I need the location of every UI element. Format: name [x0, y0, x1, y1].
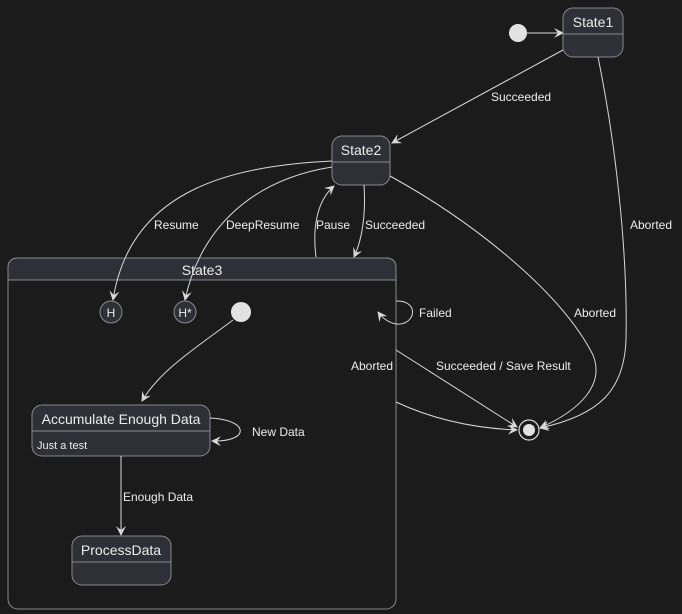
edge-new-data	[209, 417, 241, 447]
state3-title: State3	[182, 262, 223, 278]
edge-resume	[109, 160, 333, 301]
edge-state3-end-succeeded	[395, 349, 518, 428]
edge-state1-end	[539, 56, 627, 431]
edge-inner-initial-accumulate	[141, 319, 234, 402]
label-s2-end: Aborted	[574, 306, 616, 320]
label-s1-s2: Succeeded	[491, 90, 551, 104]
label-resume: Resume	[154, 218, 199, 232]
edge-state1-state2	[391, 49, 564, 144]
state1-label: State1	[573, 14, 614, 30]
label-s2-s3: Succeeded	[365, 218, 425, 232]
history-node[interactable]: H	[99, 300, 123, 324]
accumulate-node[interactable]: Accumulate Enough Data Just a test	[31, 404, 211, 457]
edge-failed	[377, 300, 413, 325]
state1-node[interactable]: State1	[562, 7, 624, 58]
initial-state	[509, 24, 527, 42]
label-s1-end: Aborted	[630, 218, 672, 232]
state2-label: State2	[341, 142, 382, 158]
label-enough-data: Enough Data	[123, 490, 193, 504]
deep-history-node[interactable]: H*	[173, 300, 197, 324]
label-s3-aborted: Aborted	[351, 359, 393, 373]
edge-state3-end-aborted	[395, 401, 518, 435]
edge-pause	[314, 185, 335, 258]
state2-node[interactable]: State2	[331, 135, 391, 186]
label-s3-end: Succeeded / Save Result	[436, 359, 571, 373]
edge-state2-state3	[353, 184, 365, 258]
accumulate-label: Accumulate Enough Data	[42, 411, 201, 427]
process-data-node[interactable]: ProcessData	[71, 535, 172, 586]
history-label: H	[107, 306, 116, 320]
deep-history-label: H*	[178, 306, 192, 320]
edge-state2-end	[389, 175, 597, 429]
label-failed: Failed	[419, 306, 452, 320]
label-pause: Pause	[316, 218, 350, 232]
label-deep-resume: DeepResume	[226, 218, 300, 232]
final-state	[518, 419, 540, 441]
edge-deep-resume	[182, 166, 333, 301]
label-new-data: New Data	[252, 425, 305, 439]
process-data-label: ProcessData	[81, 542, 161, 558]
accumulate-description: Just a test	[37, 440, 87, 452]
inner-initial-state	[231, 302, 251, 322]
